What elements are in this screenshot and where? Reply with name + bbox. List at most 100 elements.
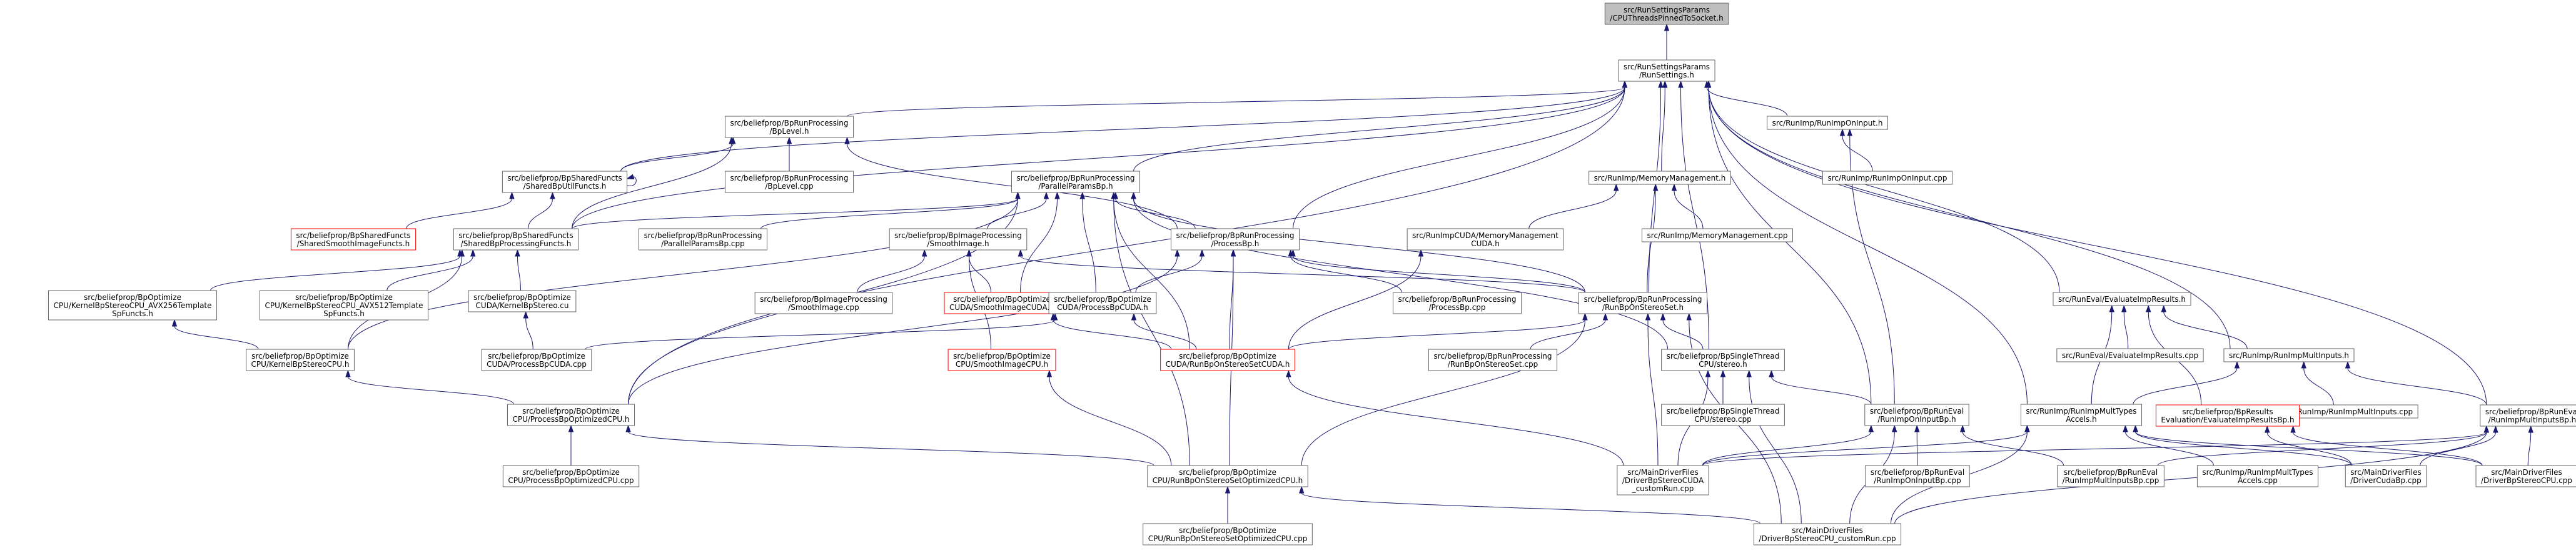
- node-box: [1170, 228, 1300, 251]
- node-sbpf[interactable]: src/beliefprop/BpSharedFuncts/SharedBpPr…: [453, 228, 579, 251]
- node-rbpsoptcpp[interactable]: src/beliefprop/BpOptimizeCPU/RunBpOnSter…: [1143, 523, 1313, 546]
- edge-bpiorh-bpiorcpp: [1914, 424, 1920, 466]
- node-pbpoptcpp[interactable]: src/beliefprop/BpOptimizeCPU/ProcessBpOp…: [502, 465, 640, 487]
- edge-multtyph-multtypcpp: [2123, 424, 2214, 466]
- node-drvcudabp[interactable]: src/MainDriverFiles/DriverCudaBp.cpp: [2345, 465, 2427, 487]
- node-label: src/beliefprop/BpOptimize: [1054, 295, 1151, 304]
- node-memcpp[interactable]: src/RunImp/MemoryManagement.cpp: [1642, 228, 1793, 242]
- edge-kbpcuda-pbpcudacpp: [523, 311, 533, 350]
- node-rbpsh[interactable]: src/beliefprop/BpRunProcessing/RunBpOnSt…: [1578, 292, 1708, 314]
- node-stereoh[interactable]: src/beliefprop/BpSingleThreadCPU/stereo.…: [1661, 349, 1785, 371]
- node-label: /SharedSmoothImageFuncts.h: [297, 239, 410, 248]
- edge-pbpopth-pbpoptcpp: [568, 424, 574, 466]
- node-label: CUDA/ProcessBpCUDA.cpp: [487, 360, 587, 369]
- node-label: /ProcessBp.h: [1211, 239, 1260, 248]
- node-multicpp[interactable]: src/RunImp/RunImpMultInputs.cpp: [2278, 404, 2418, 419]
- node-label: src/beliefprop/BpRunProcessing: [1583, 295, 1702, 304]
- node-box: [1753, 523, 1902, 546]
- node-label: src/beliefprop/BpOptimize: [522, 407, 620, 416]
- edge-bpevalres-drvcudabp: [2265, 425, 2352, 466]
- edge-rs-stereoh: [1678, 80, 1709, 350]
- edge-stereoh-stereocpp: [1720, 369, 1726, 404]
- edge-rs-rio: [1704, 80, 1788, 117]
- node-kbpcpu[interactable]: src/beliefprop/BpOptimizeCPU/KernelBpSte…: [246, 349, 355, 371]
- edge-pbpcuda-rbpscuda: [1131, 312, 1197, 350]
- node-label: _customRun.cpp: [1632, 484, 1694, 493]
- edge-bpmultih-drvcpucr: [1894, 425, 2490, 524]
- node-box: [724, 171, 854, 193]
- node-memh[interactable]: src/RunImp/MemoryManagement.h: [1589, 171, 1731, 185]
- node-rbpsopth[interactable]: src/beliefprop/BpOptimizeCPU/RunBpOnSter…: [1147, 465, 1308, 487]
- node-box: [638, 228, 768, 251]
- node-bpiorcpp[interactable]: src/beliefprop/BpRunEval/RunImpOnInputBp…: [1865, 465, 1970, 487]
- node-label: /ParallelParamsBp.cpp: [661, 239, 745, 248]
- node-pbpcuda[interactable]: src/beliefprop/BpOptimizeCUDA/ProcessBpC…: [1048, 292, 1157, 314]
- node-bpevalres[interactable]: src/beliefprop/BpResultsEvaluation/Evalu…: [2155, 404, 2300, 427]
- node-bplevelcpp[interactable]: src/beliefprop/BpRunProcessing/BpLevel.c…: [724, 171, 854, 193]
- node-box: [453, 228, 579, 251]
- node-label: src/beliefprop/BpRunProcessing: [730, 174, 848, 182]
- node-riocpp[interactable]: src/RunImp/RunImpOnInput.cpp: [1822, 171, 1953, 185]
- node-box: [1822, 171, 1953, 185]
- node-rs[interactable]: src/RunSettingsParams/RunSettings.h: [1618, 59, 1715, 82]
- node-label: /DriverCudaBp.cpp: [2350, 476, 2421, 485]
- node-smoothh[interactable]: src/beliefprop/BpImageProcessing/SmoothI…: [889, 228, 1028, 251]
- edge-cudamem-rbpscuda: [1288, 249, 1424, 350]
- edge-root-rs: [1664, 23, 1670, 60]
- node-smoothcpp[interactable]: src/beliefprop/BpImageProcessing/SmoothI…: [754, 292, 893, 314]
- node-rbpscuda[interactable]: src/beliefprop/BpOptimizeCUDA/RunBpOnSte…: [1160, 349, 1295, 371]
- node-rio[interactable]: src/RunImp/RunImpOnInput.h: [1767, 116, 1888, 130]
- node-drvcpu[interactable]: src/MainDriverFiles/DriverBpStereoCPU.cp…: [2475, 465, 2576, 487]
- node-label: src/beliefprop/BpOptimize: [953, 352, 1051, 361]
- edge-rs-ppbp: [1133, 80, 1628, 172]
- edge-multih-multtyph: [2133, 361, 2240, 405]
- node-label: src/MainDriverFiles: [1627, 468, 1698, 477]
- node-box: [2223, 348, 2355, 362]
- node-label: SpFuncts.h: [323, 309, 365, 318]
- edge-ppbp-kbpcpu: [347, 191, 1021, 350]
- node-pbpopth[interactable]: src/beliefprop/BpOptimizeCPU/ProcessBpOp…: [507, 404, 635, 426]
- node-bpmulticpp[interactable]: src/beliefprop/BpRunEval/RunImpMultInput…: [2057, 465, 2164, 487]
- node-label: /ProcessBp.cpp: [1428, 303, 1485, 312]
- node-box: [1160, 349, 1295, 371]
- node-kbpcuda[interactable]: src/beliefprop/BpOptimizeCUDA/KernelBpSt…: [468, 290, 577, 312]
- node-label: Accels.cpp: [2238, 476, 2278, 485]
- node-smoothcuda[interactable]: src/beliefprop/BpOptimizeCUDA/SmoothImag…: [944, 292, 1060, 314]
- node-ppbp[interactable]: src/beliefprop/BpRunProcessing/ParallelP…: [1011, 171, 1141, 193]
- node-box: [1578, 292, 1708, 314]
- node-pbpcpp[interactable]: src/beliefprop/BpRunProcessing/ProcessBp…: [1392, 292, 1522, 314]
- node-box: [1661, 404, 1785, 426]
- node-label: src/beliefprop/BpRunProcessing: [1433, 352, 1552, 361]
- node-smoothcpu[interactable]: src/beliefprop/BpOptimizeCPU/SmoothImage…: [947, 349, 1056, 371]
- node-evalcpp[interactable]: src/RunEval/EvaluateImpResults.cpp: [2056, 348, 2204, 362]
- node-ppbpcpp[interactable]: src/beliefprop/BpRunProcessing/ParallelP…: [638, 228, 768, 251]
- node-label: src/beliefprop/BpRunEval: [1870, 407, 1964, 416]
- node-bplevel[interactable]: src/beliefprop/BpRunProcessing/BpLevel.h: [724, 116, 854, 138]
- node-multih[interactable]: src/RunImp/RunImpMultInputs.h: [2223, 348, 2355, 362]
- node-evalh[interactable]: src/RunEval/EvaluateImpResults.h: [2053, 292, 2191, 306]
- node-pbph[interactable]: src/beliefprop/BpRunProcessing/ProcessBp…: [1170, 228, 1300, 251]
- node-avx256[interactable]: src/beliefprop/BpOptimizeCPU/KernelBpSte…: [48, 290, 218, 321]
- node-rbpscpp[interactable]: src/beliefprop/BpRunProcessing/RunBpOnSt…: [1428, 349, 1558, 371]
- node-label: /RunImpOnInputBp.cpp: [1874, 476, 1961, 485]
- node-pbpcudacpp[interactable]: src/beliefprop/BpOptimizeCUDA/ProcessBpC…: [481, 349, 592, 371]
- node-bpmultih[interactable]: src/beliefprop/BpRunEval/RunImpMultInput…: [2480, 404, 2576, 427]
- edge-bplevel-su: [620, 136, 736, 172]
- node-bpiorh[interactable]: src/beliefprop/BpRunEval/RunImpOnInputBp…: [1864, 404, 1969, 426]
- node-label: /BpLevel.cpp: [765, 182, 813, 191]
- node-drvcuda[interactable]: src/MainDriverFiles/DriverBpStereoCUDA_c…: [1617, 465, 1709, 496]
- edge-ppbp-stereoh: [1131, 191, 1669, 350]
- edge-rs-memh: [1661, 80, 1668, 172]
- node-avx512[interactable]: src/beliefprop/BpOptimizeCPU/KernelBpSte…: [259, 290, 429, 321]
- node-drvcpucr[interactable]: src/MainDriverFiles/DriverBpStereoCPU_cu…: [1753, 523, 1902, 546]
- node-ssimf[interactable]: src/beliefprop/BpSharedFuncts/SharedSmoo…: [290, 228, 417, 251]
- node-label: CPU/KernelBpStereoCPU_AVX512Template: [265, 301, 423, 310]
- node-stereocpp[interactable]: src/beliefprop/BpSingleThreadCPU/stereo.…: [1661, 404, 1785, 426]
- node-su[interactable]: src/beliefprop/BpSharedFuncts/SharedBpUt…: [502, 171, 628, 193]
- node-label: CUDA.h: [1471, 239, 1500, 248]
- node-box: [947, 349, 1056, 371]
